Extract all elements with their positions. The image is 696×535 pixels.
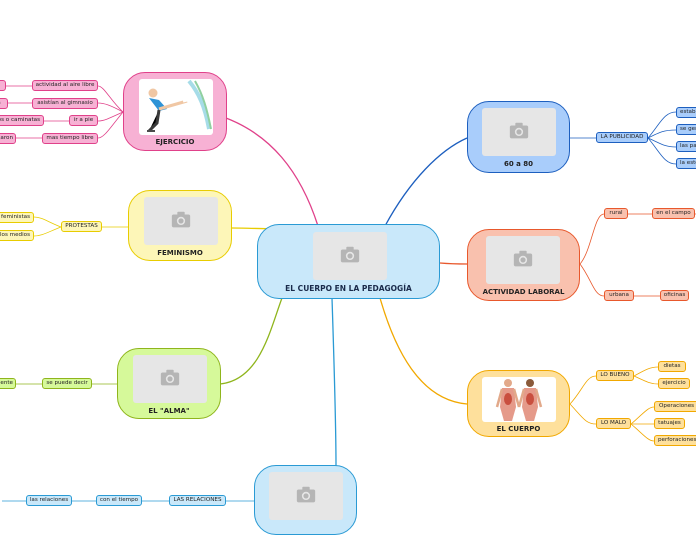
image-placeholder <box>133 355 207 403</box>
pill-con-el-tiempo[interactable]: con el tiempo <box>96 495 142 506</box>
mindmap-connectors <box>2 85 696 502</box>
camera-icon <box>160 369 180 386</box>
pill-publicidad-right-4[interactable]: la esté <box>676 158 696 169</box>
pill-actividad-aire-libre[interactable]: actividad al aire libre <box>32 80 98 91</box>
pill-tatuajes[interactable]: tatuajes <box>654 418 685 429</box>
pill-las-relaciones[interactable]: las relaciones <box>26 495 72 506</box>
topic-feminismo-title: FEMINISMO <box>157 249 203 257</box>
image-placeholder <box>486 236 560 284</box>
pill-lo-malo[interactable]: LO MALO <box>596 418 631 429</box>
topic-actividad-laboral[interactable]: ACTIVIDAD LABORAL <box>467 229 580 301</box>
topic-alma[interactable]: EL "ALMA" <box>117 348 221 419</box>
pill-oficinas[interactable]: oficinas <box>660 290 689 301</box>
camera-icon <box>296 486 316 503</box>
camera-icon <box>513 250 533 267</box>
pill-ir-a-pie[interactable]: ir a pie <box>69 115 98 126</box>
topic-relaciones-node[interactable] <box>254 465 357 535</box>
topic-60-a-80-title: 60 a 80 <box>503 160 534 168</box>
pill-ejercicio-left-4[interactable]: aron <box>0 133 16 144</box>
pill-lo-bueno[interactable]: LO BUENO <box>596 370 634 381</box>
pill-se-puede-decir[interactable]: se puede decir <box>42 378 92 389</box>
pill-ejercicio-left-2[interactable]: a <box>0 98 8 109</box>
human-anatomy-icon <box>495 379 543 421</box>
pill-publicidad-right-2[interactable]: se gen <box>676 124 696 135</box>
pill-feministas[interactable]: feministas <box>0 212 34 223</box>
pill-protestas[interactable]: PROTESTAS <box>61 221 102 232</box>
pill-publicidad-right-1[interactable]: estab <box>676 107 696 118</box>
topic-actividad-laboral-title: ACTIVIDAD LABORAL <box>482 288 565 296</box>
pill-asistian-gimnasio[interactable]: asistían al gimnasio <box>32 98 98 109</box>
pill-ejercicio-left-1[interactable] <box>0 80 6 91</box>
camera-icon <box>340 246 360 263</box>
pill-mas-tiempo-libre[interactable]: mas tiempo libre <box>42 133 98 144</box>
image-placeholder <box>482 108 556 156</box>
anatomy-photo <box>482 377 556 422</box>
pill-rural[interactable]: rural <box>604 208 628 219</box>
image-placeholder <box>313 232 387 280</box>
pill-publicidad-right-3[interactable]: las pa <box>676 141 696 152</box>
pill-la-publicidad[interactable]: LA PUBLICIDAD <box>596 132 648 143</box>
pill-los-medios[interactable]: los medios <box>0 230 34 241</box>
pill-en-el-campo[interactable]: en el campo <box>652 208 695 219</box>
topic-feminismo[interactable]: FEMINISMO <box>128 190 232 261</box>
pill-operaciones[interactable]: Operaciones <box>654 401 696 412</box>
topic-60-a-80[interactable]: 60 a 80 <box>467 101 570 173</box>
camera-icon <box>509 122 529 139</box>
image-placeholder <box>144 197 218 245</box>
topic-el-cuerpo[interactable]: EL CUERPO <box>467 370 570 437</box>
pill-ejercicio-small[interactable]: ejercicio <box>658 378 690 389</box>
center-topic-title: EL CUERPO EN LA PEDAGOGÍA <box>285 284 412 293</box>
pill-perforaciones[interactable]: perforaciones <box>654 435 696 446</box>
topic-ejercicio-title: EJERCICIO <box>155 138 195 146</box>
topic-el-cuerpo-title: EL CUERPO <box>496 425 541 433</box>
topic-alma-title: EL "ALMA" <box>148 407 190 415</box>
pill-ejercicio-left-3[interactable]: os o caminatas <box>0 115 44 126</box>
image-placeholder <box>269 472 343 520</box>
topic-ejercicio[interactable]: EJERCICIO <box>123 72 227 151</box>
pill-urbana[interactable]: urbana <box>604 290 634 301</box>
pill-dietas[interactable]: dietas <box>658 361 686 372</box>
exercise-photo-icon <box>147 79 212 133</box>
exercise-photo <box>139 79 213 135</box>
pill-las-relaciones-upper[interactable]: LAS RELACIONES <box>169 495 226 506</box>
pill-alma-left[interactable]: ente <box>0 378 16 389</box>
camera-icon <box>171 211 191 228</box>
center-topic[interactable]: EL CUERPO EN LA PEDAGOGÍA <box>257 224 440 299</box>
